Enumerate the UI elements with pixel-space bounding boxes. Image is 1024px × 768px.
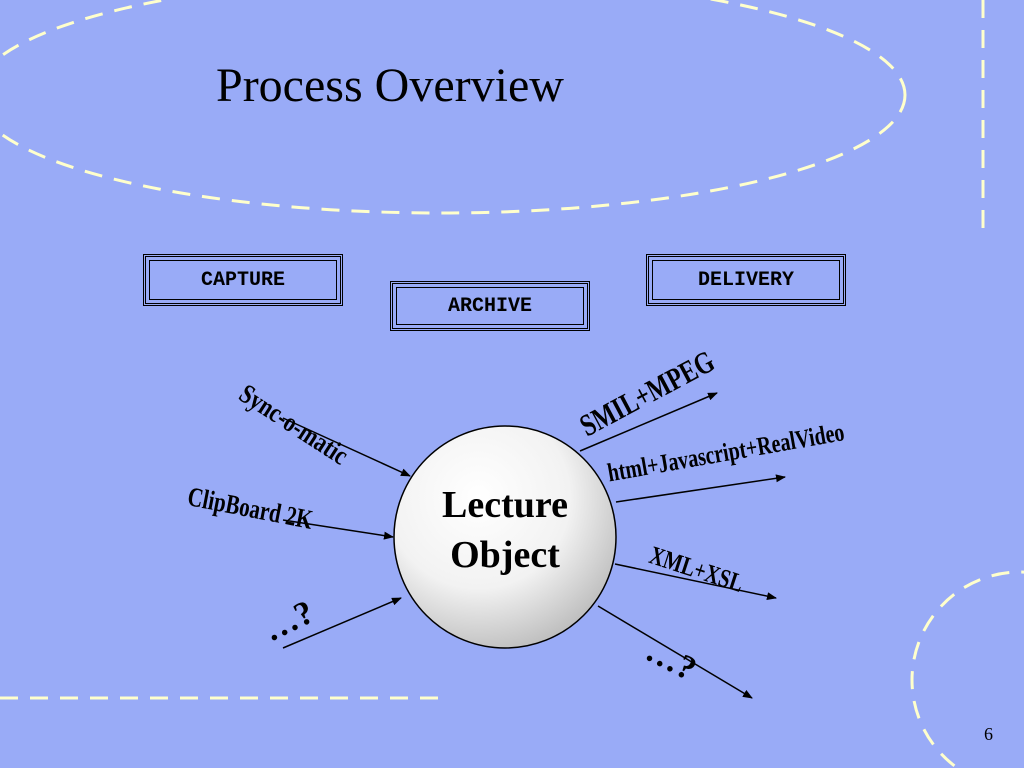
smil-arrow (579, 392, 718, 452)
page-number: 6 (984, 724, 993, 744)
delivery-box: DELIVERY (646, 254, 846, 306)
archive-label: ARCHIVE (447, 294, 532, 318)
sync-arrow (282, 417, 411, 477)
archive-box: ARCHIVE (390, 281, 590, 331)
archive-box-border (396, 287, 584, 325)
capture-box-border (149, 260, 337, 300)
lecture-object-label: Lecture Object (395, 480, 615, 580)
decorative-dashed-circle (910, 570, 1024, 768)
clipboard-arrow (282, 519, 394, 540)
delivery-label: DELIVERY (697, 268, 794, 292)
xml-arrow (614, 563, 777, 601)
decorative-dashed-ellipse (0, 0, 907, 215)
capture-box: CAPTURE (143, 254, 343, 306)
other-input-arrow (282, 597, 402, 649)
capture-label: CAPTURE (200, 268, 285, 292)
lecture-object-line1: Lecture (442, 484, 568, 526)
other-output-arrow (597, 605, 753, 699)
lecture-object-sphere (393, 425, 617, 649)
html-arrow (615, 474, 786, 503)
delivery-box-border (652, 260, 840, 300)
lecture-object-line2: Object (450, 534, 560, 576)
slide-title: Process Overview (216, 59, 564, 112)
